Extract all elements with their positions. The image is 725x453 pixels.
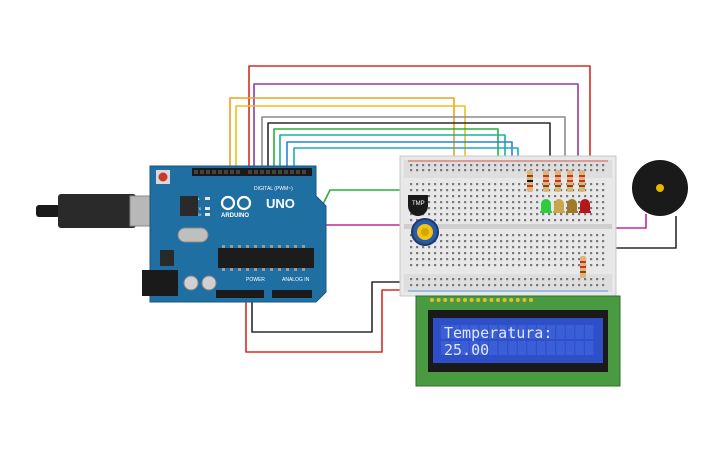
svg-text:L: L <box>198 196 201 201</box>
wire-gray[interactable] <box>261 116 566 172</box>
resistor[interactable] <box>567 170 573 192</box>
arduino-uno[interactable]: DIGITAL (PWM~) ARDUINO UNO L TX RX <box>36 165 327 303</box>
usb-cable <box>36 205 60 217</box>
yellow-led[interactable] <box>553 199 565 213</box>
voltage-regulator <box>160 250 174 266</box>
status-leds: L TX RX <box>196 196 210 217</box>
green-led[interactable] <box>540 199 552 213</box>
piezo-buzzer[interactable] <box>632 160 688 216</box>
center-channel <box>404 224 612 229</box>
lcd-header-pins <box>430 298 533 302</box>
chip-pins <box>222 245 305 271</box>
digital-label: DIGITAL (PWM~) <box>254 186 293 192</box>
temperature-sensor[interactable]: TMP <box>408 195 428 216</box>
power-label: POWER <box>246 277 265 283</box>
resistor[interactable] <box>527 170 533 192</box>
capacitor-1 <box>183 275 199 291</box>
resistor[interactable] <box>543 170 549 192</box>
digital-pins <box>194 170 306 174</box>
usb-chip <box>180 196 198 216</box>
lcd-line-2: 25.00 <box>444 341 489 359</box>
lcd-char-cells <box>441 325 594 355</box>
resistor[interactable] <box>579 170 585 192</box>
arduino-logo: ARDUINO <box>220 195 252 219</box>
analog-header <box>272 290 312 298</box>
wire-yellow[interactable] <box>235 105 466 192</box>
wire-black-top[interactable] <box>267 122 551 172</box>
wire-orange[interactable] <box>229 97 455 192</box>
reset-button-cap[interactable] <box>158 172 168 182</box>
crystal <box>177 227 209 243</box>
red-led[interactable] <box>579 199 591 213</box>
power-jack <box>142 270 178 296</box>
resistors <box>527 170 586 278</box>
resistor[interactable] <box>580 256 586 278</box>
power-header <box>216 290 264 298</box>
resistor[interactable] <box>555 170 561 192</box>
svg-text:RX: RX <box>196 212 202 217</box>
brand-label: ARDUINO <box>221 213 249 219</box>
lcd-display[interactable]: Temperatura: 25.00 <box>415 295 621 387</box>
wire-buzzer-black[interactable] <box>590 216 677 249</box>
potentiometer[interactable] <box>411 218 439 246</box>
capacitor-2 <box>201 275 217 291</box>
amber-led[interactable] <box>566 199 578 213</box>
lcd-line-1: Temperatura: <box>444 324 552 342</box>
usb-plug <box>58 194 136 228</box>
svg-text:TX: TX <box>196 206 201 211</box>
wire-purple-top[interactable] <box>253 83 579 172</box>
microcontroller-chip <box>218 248 314 268</box>
sensor-label: TMP <box>412 201 425 207</box>
led-group <box>540 199 591 213</box>
model-label: UNO <box>266 196 295 211</box>
wire-red-top[interactable] <box>248 65 591 172</box>
analog-label: ANALOG IN <box>282 277 310 283</box>
